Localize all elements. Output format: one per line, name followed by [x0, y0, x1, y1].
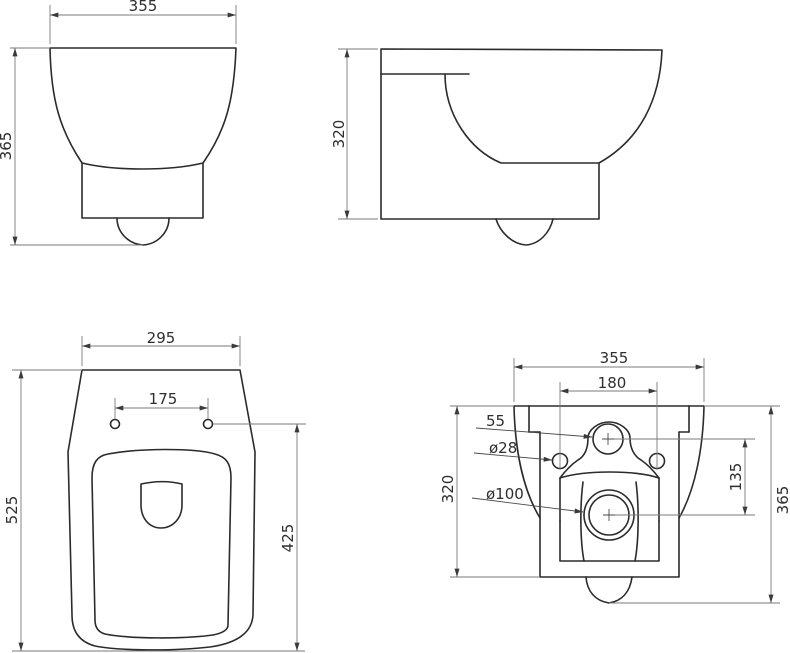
callout-label-outlet: ø100 [486, 485, 524, 503]
dimension-bolt-spacing-180: 180 [559, 374, 658, 470]
dim-label-top-width: 295 [147, 329, 176, 347]
top-view: 295 175 525 425 [3, 329, 306, 652]
callout-outlet-100: ø100 [471, 485, 584, 514]
dim-label-bolt-spacing: 180 [598, 374, 627, 392]
dim-label-hinge-to-front: 425 [279, 524, 297, 553]
dim-label-side-height: 320 [330, 120, 348, 149]
front-view: 355 365 [0, 0, 237, 246]
top-view-outline [67, 369, 256, 651]
dim-label-inlet-to-outlet: 135 [727, 463, 745, 492]
dim-label-rear-height-total: 365 [774, 486, 790, 515]
dimension-height-365: 365 [609, 405, 790, 604]
dimension-width-355: 355 [49, 0, 237, 44]
dim-label-front-height: 365 [0, 132, 15, 161]
dimension-width-355: 355 [513, 349, 705, 402]
dimension-inlet-to-outlet-135: 135 [614, 438, 755, 516]
dim-label-front-width: 355 [129, 0, 158, 15]
dim-label-hinge-spacing: 175 [149, 390, 178, 408]
dim-label-rear-height-body: 320 [439, 475, 457, 504]
dimension-height-320: 320 [439, 405, 540, 578]
dim-label-rear-width: 355 [600, 349, 629, 367]
callout-bolt-hole-28: ø28 [473, 439, 553, 462]
dimension-hinge-spacing-175: 175 [114, 390, 209, 419]
dimension-height-320: 320 [330, 48, 378, 220]
side-view: 320 [330, 48, 663, 246]
dimension-length-525: 525 [3, 369, 305, 652]
rear-view-outline [513, 405, 705, 604]
rear-view: 355 180 55 ø28 ø100 135 [439, 349, 790, 604]
hinge-hole-left [109, 418, 121, 430]
dimension-hinge-to-front-425: 425 [213, 423, 306, 652]
callout-label-bolt-hole: ø28 [489, 439, 517, 457]
callout-inlet-55: 55 [475, 412, 593, 439]
hinge-hole-right [202, 418, 214, 430]
side-view-outline [380, 48, 663, 246]
dimension-height-365: 365 [0, 47, 143, 246]
dim-label-top-length: 525 [3, 496, 21, 525]
dimension-width-295: 295 [81, 329, 241, 366]
front-view-outline [49, 47, 237, 246]
callout-label-inlet: 55 [486, 412, 505, 430]
